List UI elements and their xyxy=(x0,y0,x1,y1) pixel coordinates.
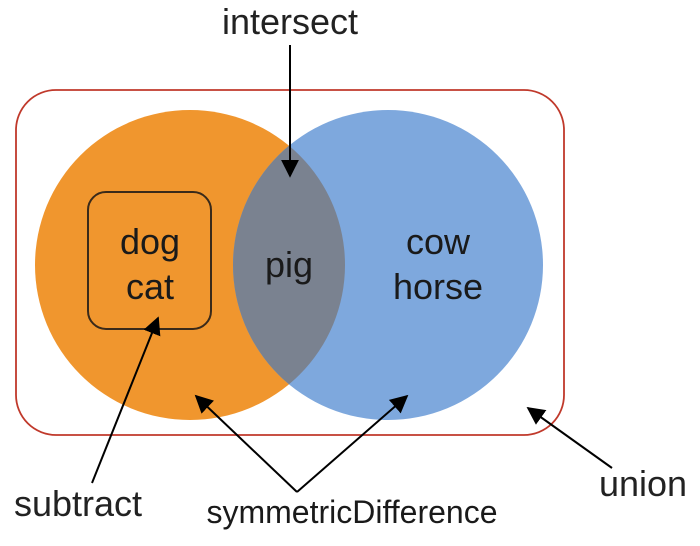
subtract-label: subtract xyxy=(14,483,142,524)
set-b-item-cow: cow xyxy=(406,221,471,262)
set-a-item-cat: cat xyxy=(126,266,174,307)
subtract-arrow xyxy=(91,316,161,484)
set-a-item-dog: dog xyxy=(120,221,180,262)
symmetric-difference-arrow-right xyxy=(296,394,409,493)
symmetric-difference-arrow-left xyxy=(194,394,298,493)
set-b-item-horse: horse xyxy=(393,266,483,307)
union-arrow xyxy=(526,406,613,469)
intersect-label: intersect xyxy=(222,1,358,42)
union-label: union xyxy=(599,463,687,504)
intersection-region xyxy=(233,110,345,420)
symmetric-difference-label: symmetricDifference xyxy=(206,494,497,530)
intersection-item-pig: pig xyxy=(265,244,313,285)
